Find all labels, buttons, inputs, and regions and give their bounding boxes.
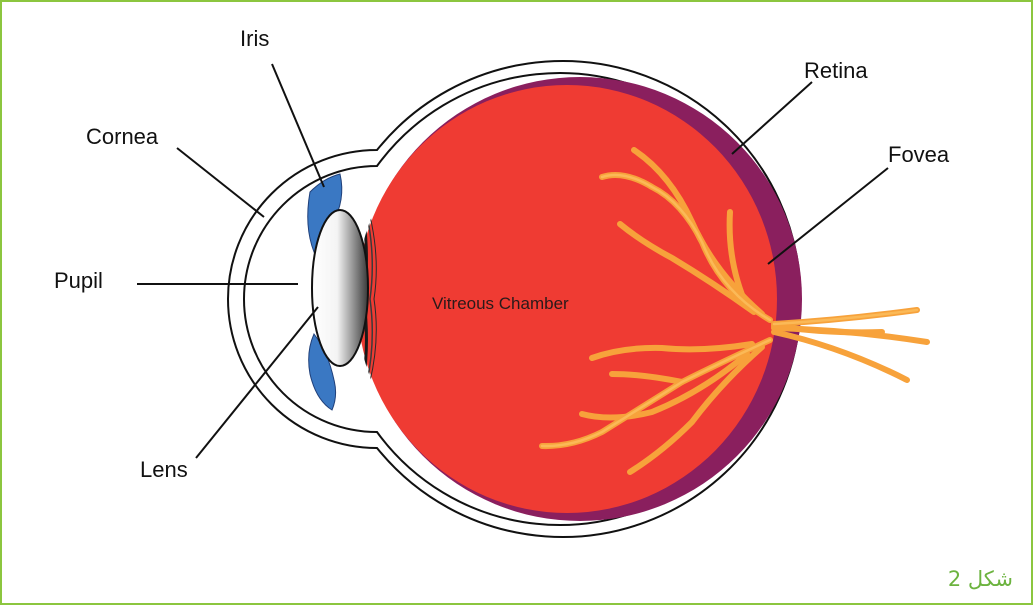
figure-caption: شكل 2 [948,567,1013,591]
retina-label: Retina [804,58,868,84]
iris-leader [272,64,324,187]
lens-label: Lens [140,457,188,483]
cornea-label: Cornea [86,124,158,150]
fovea-label: Fovea [888,142,949,168]
cornea-leader [177,148,264,217]
lens [312,210,368,366]
vitreous-chamber-label: Vitreous Chamber [432,294,569,314]
retina-leader [732,82,812,154]
pupil-label: Pupil [54,268,103,294]
iris-label: Iris [240,26,269,52]
